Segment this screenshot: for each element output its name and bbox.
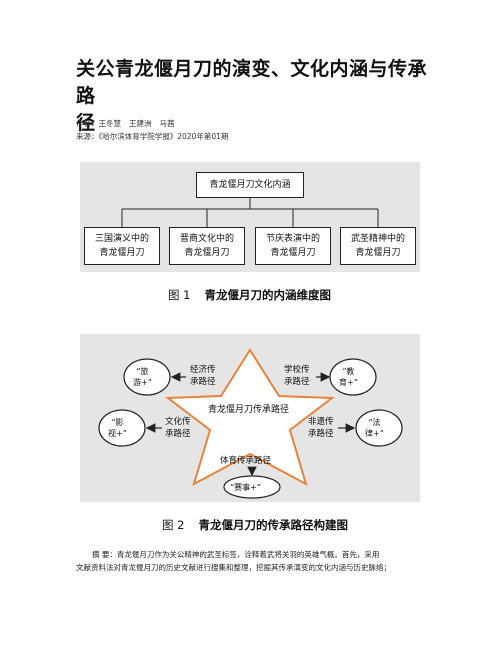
oval-tourism [123,358,171,396]
figure-1-connectors [121,198,379,227]
oval-label: “法律+” [365,418,384,438]
title-line-2: 径 [76,112,96,134]
source-journal: 《哈尔滨体育学院学报》2020年第01期 [98,132,229,141]
author-label: 作者： [76,119,99,128]
concept-box: 晋商文化中的青龙偃月刀 [169,227,245,265]
caption-text: 青龙偃月刀的内涵维度图 [204,288,331,302]
concept-box-label: 晋商文化中的 [179,234,234,244]
oval-law [355,409,403,447]
oval-label: “旅游+” [133,367,152,387]
title-line-1: 关公青龙偃月刀的演变、文化内涵与传承路 [76,58,428,107]
author-name: 王建洲 [129,119,152,128]
abstract-line: 摘 要：青龙偃月刀作为关公精神的武圣标签，诠释着武将关羽的英雄气概。首先，采用 [92,550,380,559]
concept-box-label: 青龙偃月刀 [355,248,401,258]
concept-box-label: 青龙偃月刀 [184,248,230,258]
figure-1-caption: 图 1 青龙偃月刀的内涵维度图 [168,287,331,303]
concept-box: 三国演义中的青龙偃月刀 [84,227,160,265]
author-name: 王冬慧 [98,119,122,128]
figure-2-diagram: 经济传承路径 学校传承路径 文化传承路径 非遗传承路径 体育传承路径 青龙偃月刀… [80,334,420,502]
concept-root-box: 青龙偃月刀文化内涵 [196,172,304,198]
concept-box-label: 青龙偃月刀 [270,248,316,258]
concept-box: 武圣精神中的青龙偃月刀 [340,227,416,265]
caption-number: 图 1 [168,288,191,302]
path-label: 文化传承路径 [165,417,191,439]
source-line: 来源：《哈尔滨体育学院学报》2020年第01期 [76,131,228,142]
article-title: 关公青龙偃月刀的演变、文化内涵与传承路 径 [76,56,436,137]
path-label: 经济传承路径 [190,365,216,387]
oval-label: “赛事+” [230,483,261,492]
concept-box-label: 武圣精神中的 [350,234,405,244]
path-label: 非遗传承路径 [308,417,334,439]
abstract-line: 文献资料法对青龙偃月刀的历史文献进行搜集和整理，挖掘其传承演变的文化内涵与历史脉… [76,563,391,572]
concept-box-label: 青龙偃月刀 [99,248,145,258]
figure-1-diagram: 青龙偃月刀文化内涵 三国演义中的青龙偃月刀 晋商文化中的青龙偃月刀 节庆表演中的… [80,162,420,272]
center-label: 青龙偃月刀传承路径 [208,405,290,415]
concept-root-label: 青龙偃月刀文化内涵 [209,180,291,190]
path-label: 学校传承路径 [284,365,310,387]
author-name: 马茜 [159,119,175,128]
oval-film [98,409,146,447]
source-label: 来源： [76,132,99,141]
concept-box-label: 三国演义中的 [94,234,149,244]
caption-number: 图 2 [162,518,185,532]
oval-label: “教育+” [339,367,358,387]
author-line: 作者：王冬慧王建洲马茜 [76,118,175,129]
oval-label: “影视+” [108,418,127,438]
path-label: 体育传承路径 [220,456,272,466]
concept-box: 节庆表演中的青龙偃月刀 [255,227,331,265]
caption-text: 青龙偃月刀的传承路径构建图 [198,518,348,532]
concept-box-label: 节庆表演中的 [265,234,320,244]
figure-2-graphics [98,348,403,499]
star-shape [165,348,335,487]
abstract-paragraph: 摘 要：青龙偃月刀作为关公精神的武圣标签，诠释着武将关羽的英雄气概。首先，采用 … [76,548,436,574]
figure-2-caption: 图 2 青龙偃月刀的传承路径构建图 [162,517,348,533]
